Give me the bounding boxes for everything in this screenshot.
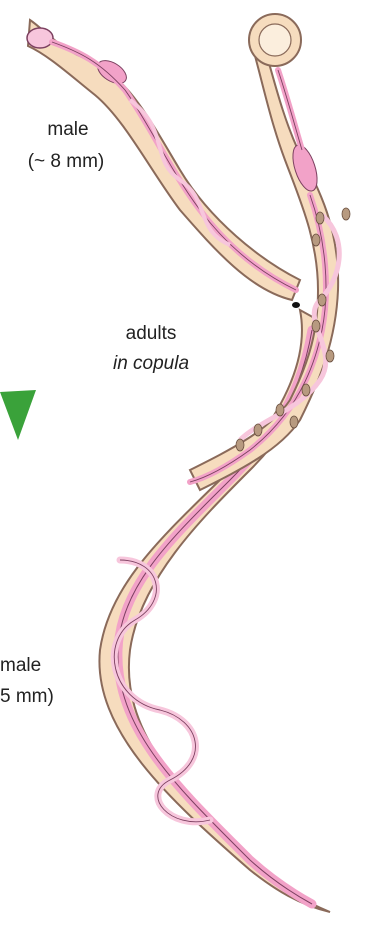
- label-male-size: (~ 8 mm): [8, 150, 124, 174]
- label-male: male: [30, 118, 106, 142]
- genital-pore: [292, 302, 300, 308]
- male-ventral-sucker-inner: [259, 24, 291, 56]
- green-arrow-icon: [0, 390, 36, 440]
- label-female: male: [0, 654, 41, 678]
- male-oral-sucker: [27, 28, 53, 48]
- label-in-copula: in copula: [88, 352, 214, 376]
- label-female-size: 5 mm): [0, 685, 54, 709]
- label-adults: adults: [96, 322, 206, 346]
